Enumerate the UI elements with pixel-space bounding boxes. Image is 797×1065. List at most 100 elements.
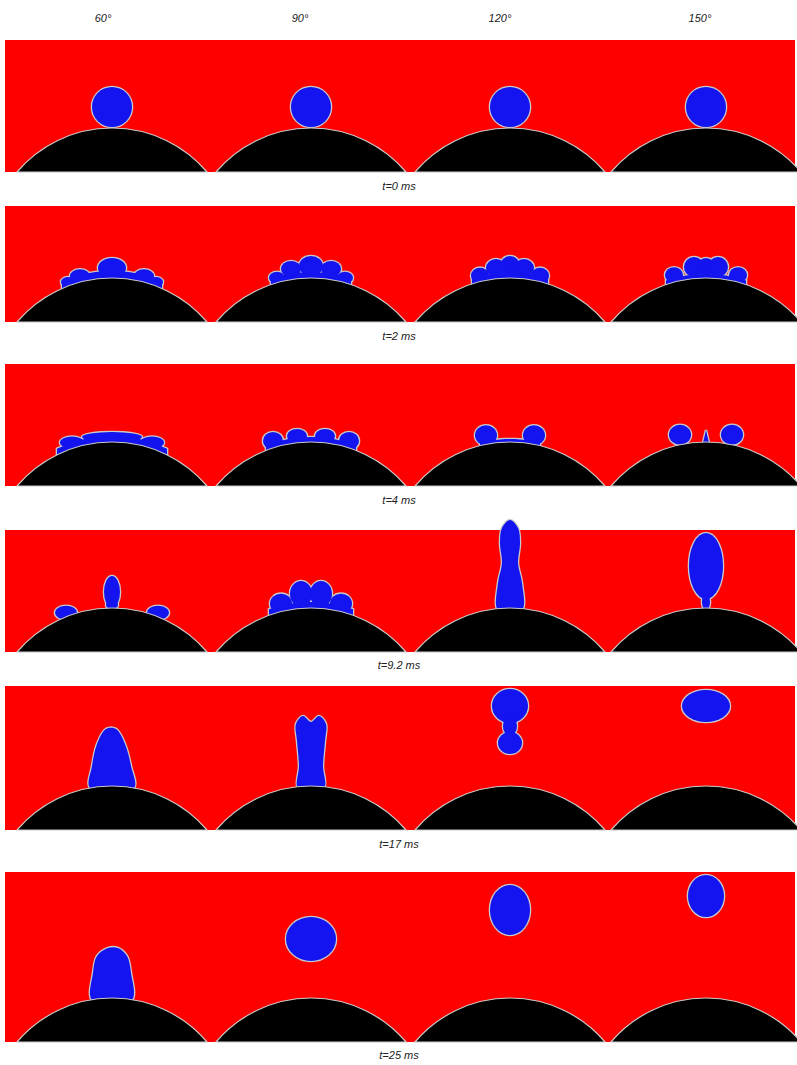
droplet	[708, 257, 728, 277]
panel	[17, 947, 207, 1042]
panel	[415, 520, 605, 652]
panel	[611, 690, 797, 830]
droplet	[321, 261, 341, 277]
droplet	[281, 261, 301, 277]
droplet	[669, 425, 691, 445]
droplet	[486, 259, 506, 277]
time-caption: t=25 ms	[379, 1049, 418, 1062]
column-header: 90°	[292, 12, 309, 25]
panel	[216, 716, 406, 830]
droplet	[98, 258, 126, 278]
droplet	[92, 87, 132, 127]
droplet	[703, 430, 709, 443]
droplet	[703, 430, 709, 443]
cylinder-surface	[216, 608, 406, 652]
droplet	[290, 581, 312, 607]
column-header: 150°	[689, 12, 712, 25]
droplet	[104, 576, 120, 608]
cylinder-surface	[415, 786, 605, 830]
panel	[415, 885, 605, 1042]
droplet	[286, 917, 336, 961]
cylinder-surface	[415, 442, 605, 486]
cylinder-surface	[17, 998, 207, 1042]
time-caption: t=9.2 ms	[378, 659, 421, 672]
cylinder-surface	[216, 278, 406, 322]
cylinder-surface	[415, 278, 605, 322]
droplet	[290, 581, 312, 607]
panel	[17, 258, 207, 322]
droplet	[315, 429, 335, 443]
droplet	[514, 259, 534, 277]
droplet	[321, 261, 341, 277]
cylinder-surface	[415, 608, 605, 652]
droplet	[475, 425, 497, 445]
panel	[611, 533, 797, 652]
droplet	[523, 425, 545, 445]
droplet	[684, 257, 704, 277]
panel	[216, 581, 406, 652]
droplet	[287, 429, 307, 443]
droplet	[523, 425, 545, 445]
panel	[17, 87, 207, 172]
droplet	[684, 257, 704, 277]
panel	[17, 728, 207, 830]
droplet	[291, 87, 331, 127]
cylinder-surface	[415, 998, 605, 1042]
droplet	[686, 87, 726, 127]
droplet	[721, 425, 743, 445]
panel	[415, 256, 605, 322]
droplet	[708, 257, 728, 277]
droplet	[475, 425, 497, 445]
cylinder-surface	[216, 128, 406, 172]
droplet	[498, 732, 522, 754]
droplet	[490, 885, 530, 935]
cylinder-surface	[611, 128, 797, 172]
cylinder-surface	[216, 442, 406, 486]
droplet	[90, 947, 134, 1004]
droplet	[295, 716, 326, 791]
panel	[17, 432, 207, 486]
droplet	[287, 429, 307, 443]
droplet	[490, 87, 530, 127]
droplet	[88, 728, 135, 793]
droplet	[682, 690, 730, 722]
time-caption: t=2 ms	[382, 330, 415, 343]
cylinder-surface	[17, 128, 207, 172]
panel	[611, 257, 797, 322]
droplet	[82, 432, 142, 442]
panel	[415, 689, 605, 830]
droplet	[498, 732, 522, 754]
droplet	[721, 425, 743, 445]
droplet	[299, 256, 323, 276]
droplet	[490, 87, 530, 127]
droplet	[310, 581, 332, 607]
time-caption: t=0 ms	[382, 180, 415, 193]
cylinder-surface	[17, 608, 207, 652]
droplet	[286, 917, 336, 961]
time-caption: t=4 ms	[382, 494, 415, 507]
droplet	[82, 432, 142, 442]
droplet	[669, 425, 691, 445]
cylinder-surface	[216, 786, 406, 830]
cylinder-surface	[17, 442, 207, 486]
column-header: 60°	[95, 12, 112, 25]
droplet	[104, 576, 120, 608]
droplet	[281, 261, 301, 277]
cylinder-surface	[611, 278, 797, 322]
panel	[17, 576, 207, 652]
droplet	[490, 885, 530, 935]
cylinder-surface	[415, 128, 605, 172]
droplet	[686, 87, 726, 127]
column-header: 120°	[489, 12, 512, 25]
droplet	[689, 533, 723, 599]
cylinder-surface	[17, 278, 207, 322]
time-caption: t=17 ms	[379, 838, 418, 851]
droplet	[299, 256, 323, 276]
panel	[611, 875, 797, 1042]
panel	[611, 87, 797, 172]
panel	[216, 256, 406, 322]
droplet	[90, 947, 134, 1004]
panel	[611, 425, 797, 486]
panel	[216, 87, 406, 172]
